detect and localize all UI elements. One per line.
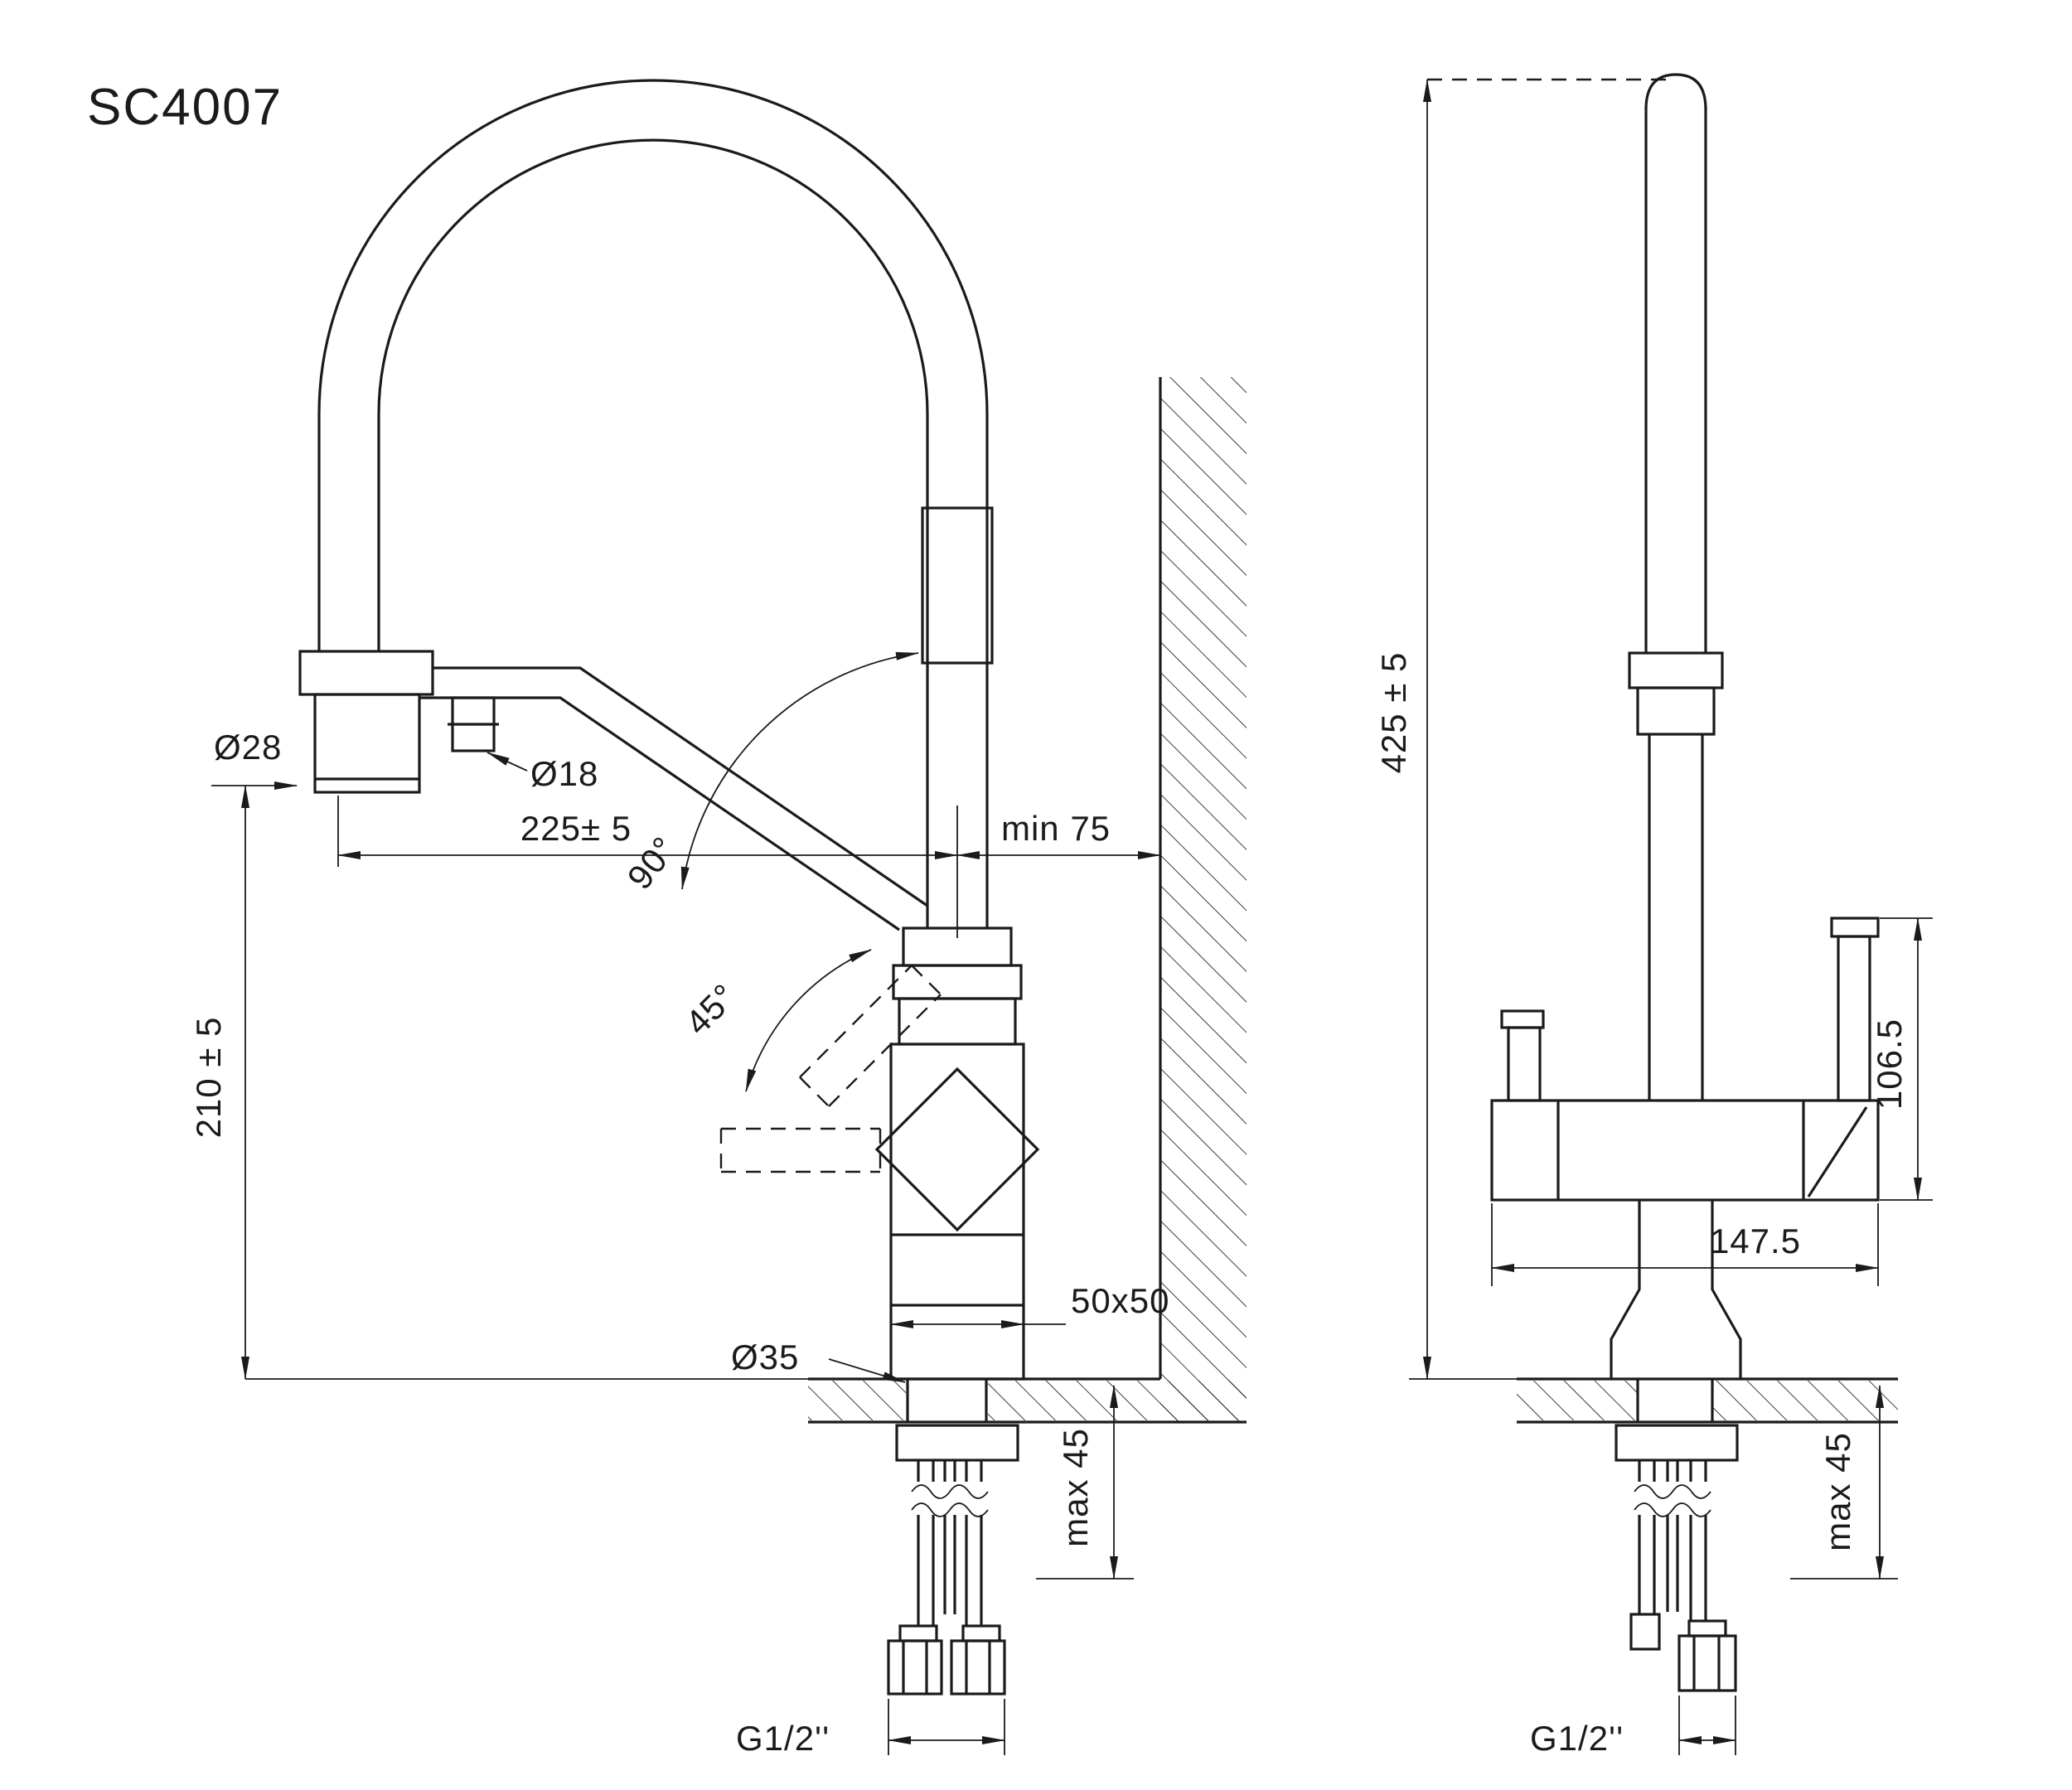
wall-section [1159, 377, 1247, 1422]
side-body [874, 926, 1040, 1381]
front-dimensions: 425 ± 5 106.5 147.5 max 45 G1/2'' [1374, 78, 1933, 1758]
dim-min75: min 75 [1001, 809, 1111, 848]
side-view: SC4007 [87, 79, 1247, 1758]
front-undercounter [1615, 1424, 1739, 1692]
side-spout-head [298, 650, 434, 794]
dim-dia28: Ø28 [214, 728, 282, 767]
dim-210: 210 ± 5 [189, 1017, 228, 1139]
front-spout [1628, 73, 1724, 1101]
side-spout-outline [317, 79, 994, 928]
dim-dia18: Ø18 [530, 754, 598, 793]
side-countertop [808, 1377, 1247, 1424]
front-body [1490, 1099, 1880, 1379]
dim-thread-side: G1/2'' [736, 1719, 830, 1758]
dim-225: 225± 5 [520, 809, 632, 848]
dim-45deg: 45° [678, 976, 744, 1043]
dim-425: 425 ± 5 [1374, 652, 1413, 774]
dim-dia35: Ø35 [731, 1338, 799, 1376]
dim-106: 106.5 [1870, 1018, 1909, 1110]
front-countertop [1517, 1377, 1898, 1424]
dim-max45-front: max 45 [1818, 1432, 1857, 1551]
front-handles [1500, 917, 1880, 1102]
dim-thread-front: G1/2'' [1530, 1719, 1624, 1758]
dim-max45-side: max 45 [1056, 1428, 1095, 1547]
side-spout-arm [419, 666, 928, 931]
front-view: 425 ± 5 106.5 147.5 max 45 G1/2'' [1374, 73, 1933, 1758]
dim-50x50: 50x50 [1071, 1281, 1169, 1320]
side-undercounter [887, 1424, 1019, 1696]
model-label: SC4007 [87, 79, 283, 136]
dim-147: 147.5 [1710, 1222, 1801, 1260]
